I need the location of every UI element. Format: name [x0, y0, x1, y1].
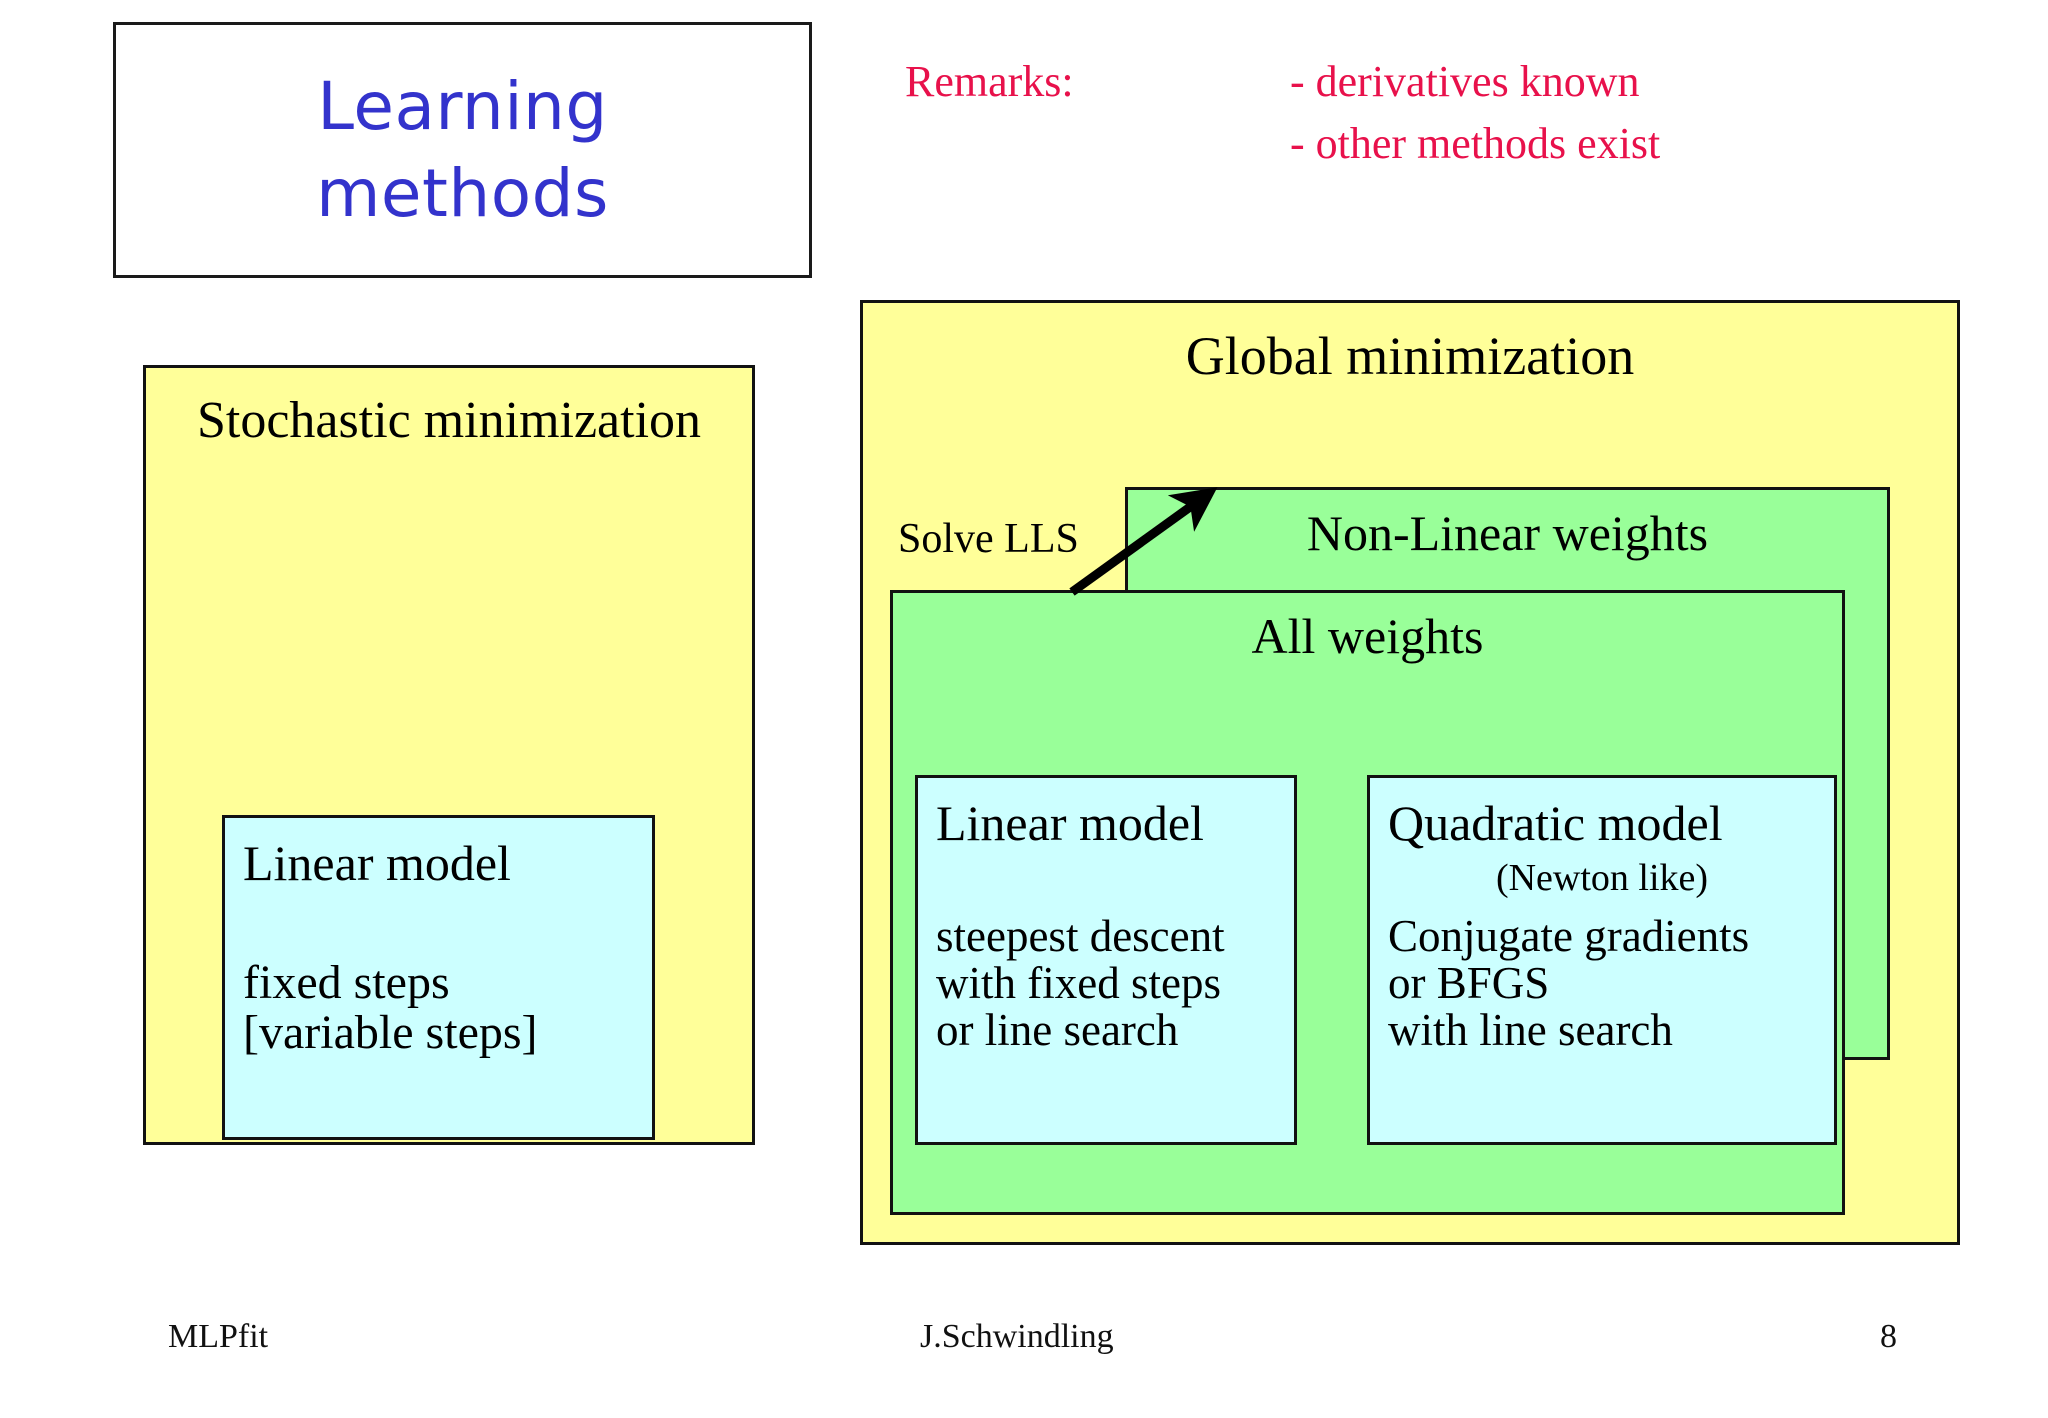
detail-line: fixed steps — [243, 956, 450, 1009]
title-line-1: Learning — [317, 67, 608, 145]
detail-line: Conjugate gradients — [1388, 911, 1750, 961]
remarks-block: Remarks: - derivatives known - other met… — [905, 48, 1785, 178]
remark-item-other-methods: - other methods exist — [1290, 119, 1661, 168]
remarks-label: Remarks: — [905, 57, 1074, 106]
stochastic-linear-model-details: fixed steps [variable steps] — [243, 958, 538, 1058]
detail-line: [variable steps] — [243, 1005, 538, 1059]
solve-lls-arrow-icon — [1069, 487, 1218, 596]
solve-lls-label: Solve LLS — [898, 516, 1079, 562]
stochastic-linear-model-box: Linear model fixed steps [variable steps… — [222, 815, 655, 1140]
detail-line: with line search — [1388, 1004, 1673, 1055]
detail-line: or line search — [936, 1004, 1179, 1055]
footer-author: J.Schwindling — [920, 1318, 1114, 1355]
slide-title-box: Learning methods — [113, 22, 812, 278]
global-minimization-heading: Global minimization — [1185, 326, 1635, 386]
global-linear-model-title: Linear model — [936, 795, 1204, 851]
global-linear-model-details: steepest descent with fixed steps or lin… — [936, 913, 1225, 1053]
detail-line: or BFGS — [1388, 957, 1550, 1008]
stochastic-minimization-heading: Stochastic minimization — [196, 392, 702, 449]
detail-line: steepest descent — [936, 911, 1225, 961]
quadratic-model-details: Conjugate gradients or BFGS with line se… — [1388, 913, 1749, 1053]
quadratic-model-box: Quadratic model (Newton like) Conjugate … — [1367, 775, 1837, 1145]
global-linear-model-box: Linear model steepest descent with fixed… — [915, 775, 1297, 1145]
non-linear-weights-heading: Non-Linear weights — [1306, 505, 1709, 561]
quadratic-model-title: Quadratic model — [1388, 795, 1723, 851]
title-line-2: methods — [316, 155, 609, 232]
slide-footer: MLPfit J.Schwindling 8 — [0, 1318, 2048, 1378]
remark-item-derivatives: - derivatives known — [1290, 57, 1640, 106]
quadratic-model-subtitle: (Newton like) — [1495, 857, 1709, 899]
all-weights-heading: All weights — [1251, 608, 1484, 664]
footer-project-name: MLPfit — [168, 1318, 269, 1355]
detail-line: with fixed steps — [936, 957, 1221, 1008]
footer-page-number: 8 — [1880, 1318, 1897, 1355]
stochastic-linear-model-title: Linear model — [243, 835, 511, 891]
